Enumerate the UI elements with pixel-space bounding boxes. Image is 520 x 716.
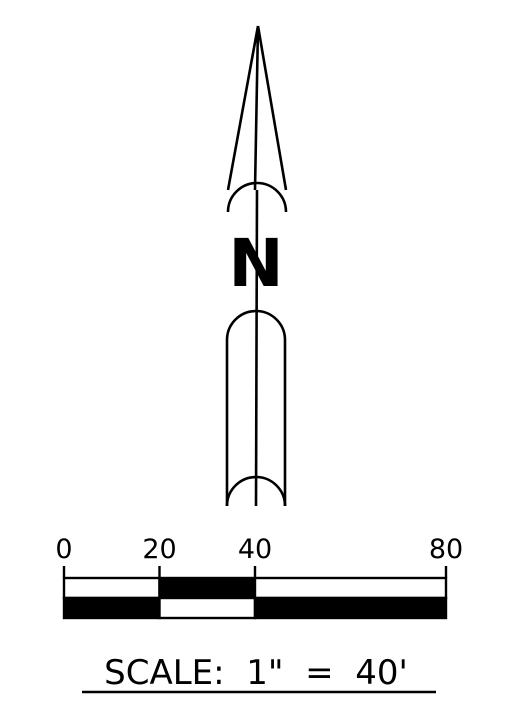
scale-tick-label-1: 20 [142, 534, 176, 565]
scale-segment-2-bottom [253, 596, 448, 620]
scale-segment-2-top [253, 576, 448, 600]
scale-segment-1-bottom [158, 596, 257, 620]
scale-bar [62, 576, 448, 620]
north-letter: N [228, 225, 283, 302]
scale-tick-label-3: 80 [429, 534, 463, 565]
scale-tick-label-2: 40 [238, 534, 272, 565]
north-arrow-tail [225, 309, 287, 506]
scale-segment-0-bottom [62, 596, 161, 620]
north-arrow-tail-arc [225, 475, 287, 507]
scale-segment-1-top [158, 576, 257, 600]
north-arrow-head-arc [226, 181, 288, 213]
scale-caption: SCALE: 1" = 40' [104, 653, 408, 693]
north-arrow [225, 25, 288, 507]
scale-tick-labels: 0 20 40 80 [55, 534, 463, 578]
scale-tick-label-0: 0 [55, 534, 72, 565]
north-arrow-head [226, 25, 288, 191]
scale-segment-0-top [62, 576, 161, 600]
north-arrow-shaft [254, 189, 259, 507]
